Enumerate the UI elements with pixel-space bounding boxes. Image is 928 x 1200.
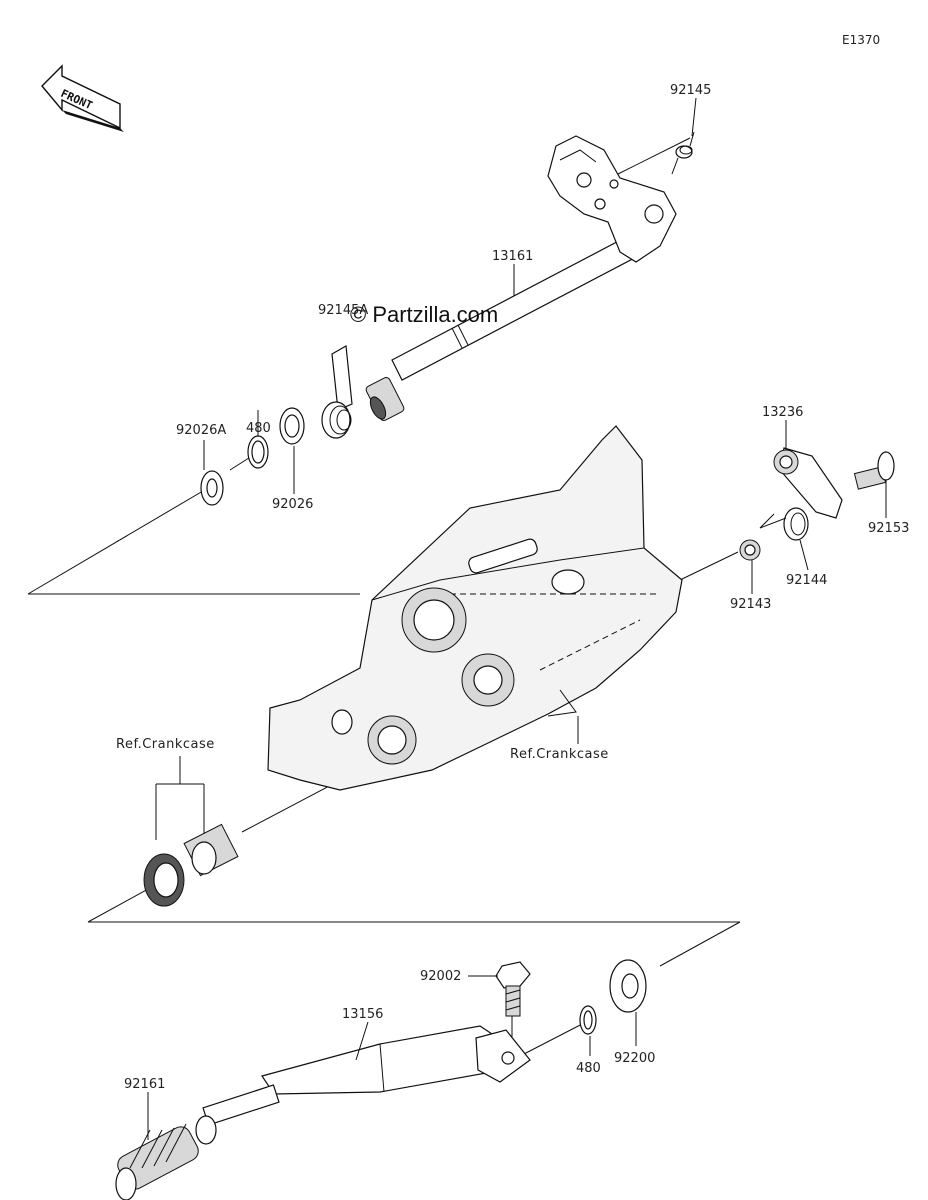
crankcase-body xyxy=(267,425,683,791)
label-ref-crankcase-left: Ref.Crankcase xyxy=(116,737,215,752)
shift-pedal xyxy=(195,1025,531,1145)
label-13236: 13236 xyxy=(762,405,803,420)
leader-line xyxy=(355,1021,369,1061)
washer-92026a xyxy=(200,470,224,506)
label-480-top: 480 xyxy=(246,421,271,436)
label-92145a: 92145A xyxy=(318,303,368,318)
label-13161: 13161 xyxy=(492,249,533,264)
circlip-480-top xyxy=(247,435,269,469)
spring-92144 xyxy=(759,507,809,541)
label-92200: 92200 xyxy=(614,1051,655,1066)
front-arrow-icon: FRONT xyxy=(41,64,124,132)
washer-92026 xyxy=(279,407,305,445)
label-92153: 92153 xyxy=(868,521,909,536)
diagram-code: E1370 xyxy=(842,33,880,47)
leader-line xyxy=(523,1021,587,1055)
leader-line xyxy=(691,97,697,137)
shift-arm-plate xyxy=(547,135,677,263)
label-92026: 92026 xyxy=(272,497,313,512)
spring-92145 xyxy=(671,131,695,175)
spring-92145a xyxy=(321,345,353,439)
label-13156: 13156 xyxy=(342,1007,383,1022)
label-92161: 92161 xyxy=(124,1077,165,1092)
oil-seal xyxy=(143,853,185,907)
label-ref-crankcase-right: Ref.Crankcase xyxy=(510,747,609,762)
watermark: © Partzilla.com xyxy=(350,302,498,327)
label-92143: 92143 xyxy=(730,597,771,612)
leader-line xyxy=(799,539,809,571)
leader-line xyxy=(659,921,741,967)
label-92026a: 92026A xyxy=(176,423,226,438)
needle-bearing xyxy=(183,823,239,877)
collar-92143 xyxy=(739,539,761,561)
leader-line xyxy=(27,487,209,595)
lever-13236 xyxy=(773,447,843,519)
label-92145: 92145 xyxy=(670,83,711,98)
leader-line xyxy=(679,551,739,581)
washer-92200 xyxy=(609,959,647,1013)
label-480-bottom: 480 xyxy=(576,1061,601,1076)
leader-line xyxy=(617,137,691,175)
label-92002: 92002 xyxy=(420,969,461,984)
bolt-92002 xyxy=(495,961,531,1017)
circlip-480-bottom xyxy=(579,1005,597,1035)
shift-rubber-92161 xyxy=(115,1123,199,1200)
label-92144: 92144 xyxy=(786,573,827,588)
leader-line xyxy=(87,887,151,923)
bolt-92153 xyxy=(853,451,895,490)
